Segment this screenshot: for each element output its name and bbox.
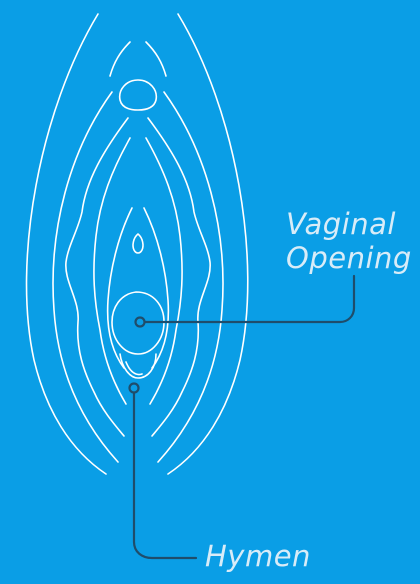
vaginal-opening-label-line1: Vaginal	[286, 207, 412, 241]
labia-minora-left	[66, 118, 128, 436]
vaginal-opening-label: Vaginal Opening	[286, 207, 412, 275]
labia-majora-outline-right	[168, 14, 248, 474]
vaginal-opening-label-line2: Opening	[286, 241, 412, 275]
labia-majora-outline	[27, 14, 106, 474]
labia-minora-right	[148, 118, 210, 436]
hymen-leader-line	[134, 388, 196, 558]
urethral-opening	[133, 234, 143, 253]
hymen-leader-dot	[130, 384, 139, 393]
vaginal-opening-leader-dot	[136, 318, 145, 327]
clitoris-glans	[120, 80, 157, 110]
clitoral-hood-right	[146, 42, 166, 76]
hymen-label: Hymen	[205, 539, 311, 573]
vestibule-outline	[108, 208, 169, 368]
clitoral-hood-left	[110, 42, 130, 76]
